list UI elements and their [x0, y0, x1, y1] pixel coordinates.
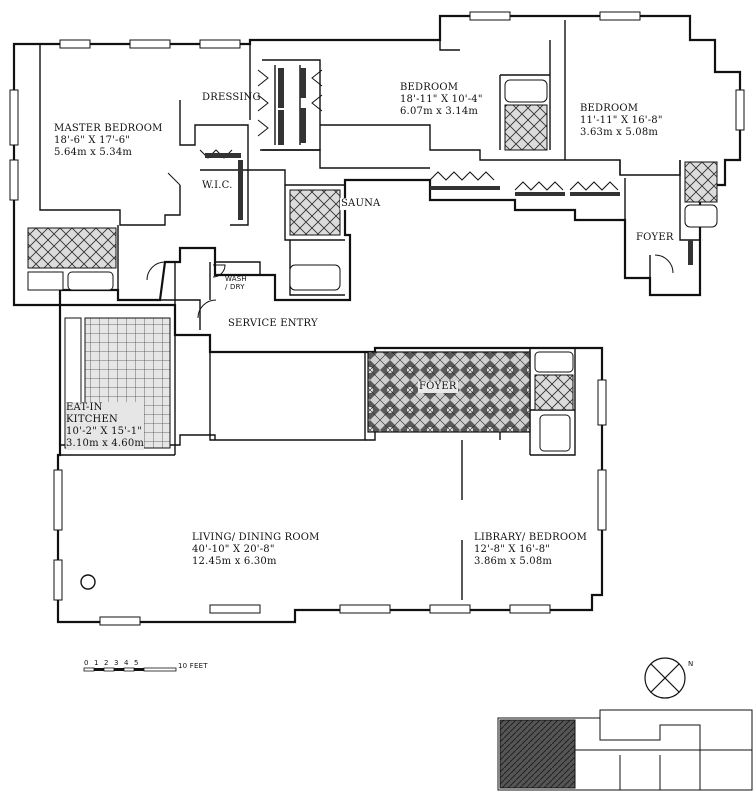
- wic-label: W.I.C.: [202, 180, 233, 191]
- bedroom-2-metric: 3.63m x 5.08m: [580, 127, 659, 138]
- living-dining-metric: 12.45m x 6.30m: [192, 556, 277, 567]
- bedroom-2-name: BEDROOM: [580, 103, 639, 114]
- master-bedroom-metric: 5.64m x 5.34m: [54, 147, 133, 158]
- foyer-east-label: FOYER: [636, 232, 674, 243]
- foyer-marble-floor: [367, 351, 531, 433]
- bedroom-1-metric: 6.07m x 3.14m: [400, 106, 479, 117]
- living-dining-imperial: 40'-10" X 20'-8": [192, 544, 275, 555]
- service-entry-label: SERVICE ENTRY: [228, 318, 318, 329]
- kitchen-metric: 3.10m x 4.60m: [66, 438, 145, 449]
- wash-dry-line1: WASH: [225, 275, 247, 283]
- closet-rods: [205, 68, 693, 265]
- bedroom-1-label: BEDROOM 18'-11" X 10'-4" 6.07m x 3.14m: [400, 82, 483, 118]
- bathrooms: [27, 79, 718, 452]
- kitchen-imperial: 10'-2" X 15'-1": [66, 426, 143, 437]
- library-bedroom-label: LIBRARY/ BEDROOM 12'-8" X 16'-8" 3.86m x…: [474, 532, 587, 568]
- kitchen-line2: KITCHEN: [66, 414, 118, 425]
- library-bedroom-metric: 3.86m x 5.08m: [474, 556, 553, 567]
- sauna-label: SAUNA: [340, 198, 382, 210]
- wash-dry-label: WASH / DRY: [225, 275, 247, 291]
- foyer-main-label: FOYER: [418, 381, 458, 393]
- scale-tick-0: 0: [84, 659, 89, 667]
- kitchen-line1: EAT-IN: [66, 402, 103, 413]
- living-dining-name: LIVING/ DINING ROOM: [192, 532, 320, 543]
- library-bedroom-name: LIBRARY/ BEDROOM: [474, 532, 588, 543]
- scale-tick-4: 4: [124, 659, 129, 667]
- windows: [9, 11, 745, 626]
- bedroom-2-label: BEDROOM 11'-11" X 16'-8" 3.63m x 5.08m: [580, 103, 663, 139]
- wash-dry-line2: / DRY: [225, 283, 245, 291]
- living-dining-label: LIVING/ DINING ROOM 40'-10" X 20'-8" 12.…: [192, 532, 320, 568]
- scale-tick-3: 3: [114, 659, 119, 667]
- scale-bar: [83, 667, 177, 672]
- closets: [199, 69, 619, 191]
- dressing-label: DRESSING: [202, 92, 261, 103]
- bedroom-2-imperial: 11'-11" X 16'-8": [580, 115, 663, 126]
- key-plan: [497, 709, 753, 791]
- master-bedroom-name: MASTER BEDROOM: [54, 123, 163, 134]
- scale-tick-2: 2: [104, 659, 109, 667]
- master-bedroom-label: MASTER BEDROOM 18'-6" X 17'-6" 5.64m x 5…: [54, 123, 163, 159]
- scale-tick-1: 1: [94, 659, 99, 667]
- scale-end-label: 10 FEET: [178, 662, 208, 670]
- kitchen-label: EAT-IN KITCHEN 10'-2" X 15'-1" 3.10m x 4…: [66, 402, 145, 450]
- bedroom-1-name: BEDROOM: [400, 82, 459, 93]
- library-bedroom-imperial: 12'-8" X 16'-8": [474, 544, 551, 555]
- compass-label: N: [688, 660, 694, 668]
- scale-tick-5: 5: [134, 659, 139, 667]
- north-arrow: [644, 657, 686, 699]
- bedroom-1-imperial: 18'-11" X 10'-4": [400, 94, 483, 105]
- master-bedroom-imperial: 18'-6" X 17'-6": [54, 135, 131, 146]
- column: [80, 574, 96, 590]
